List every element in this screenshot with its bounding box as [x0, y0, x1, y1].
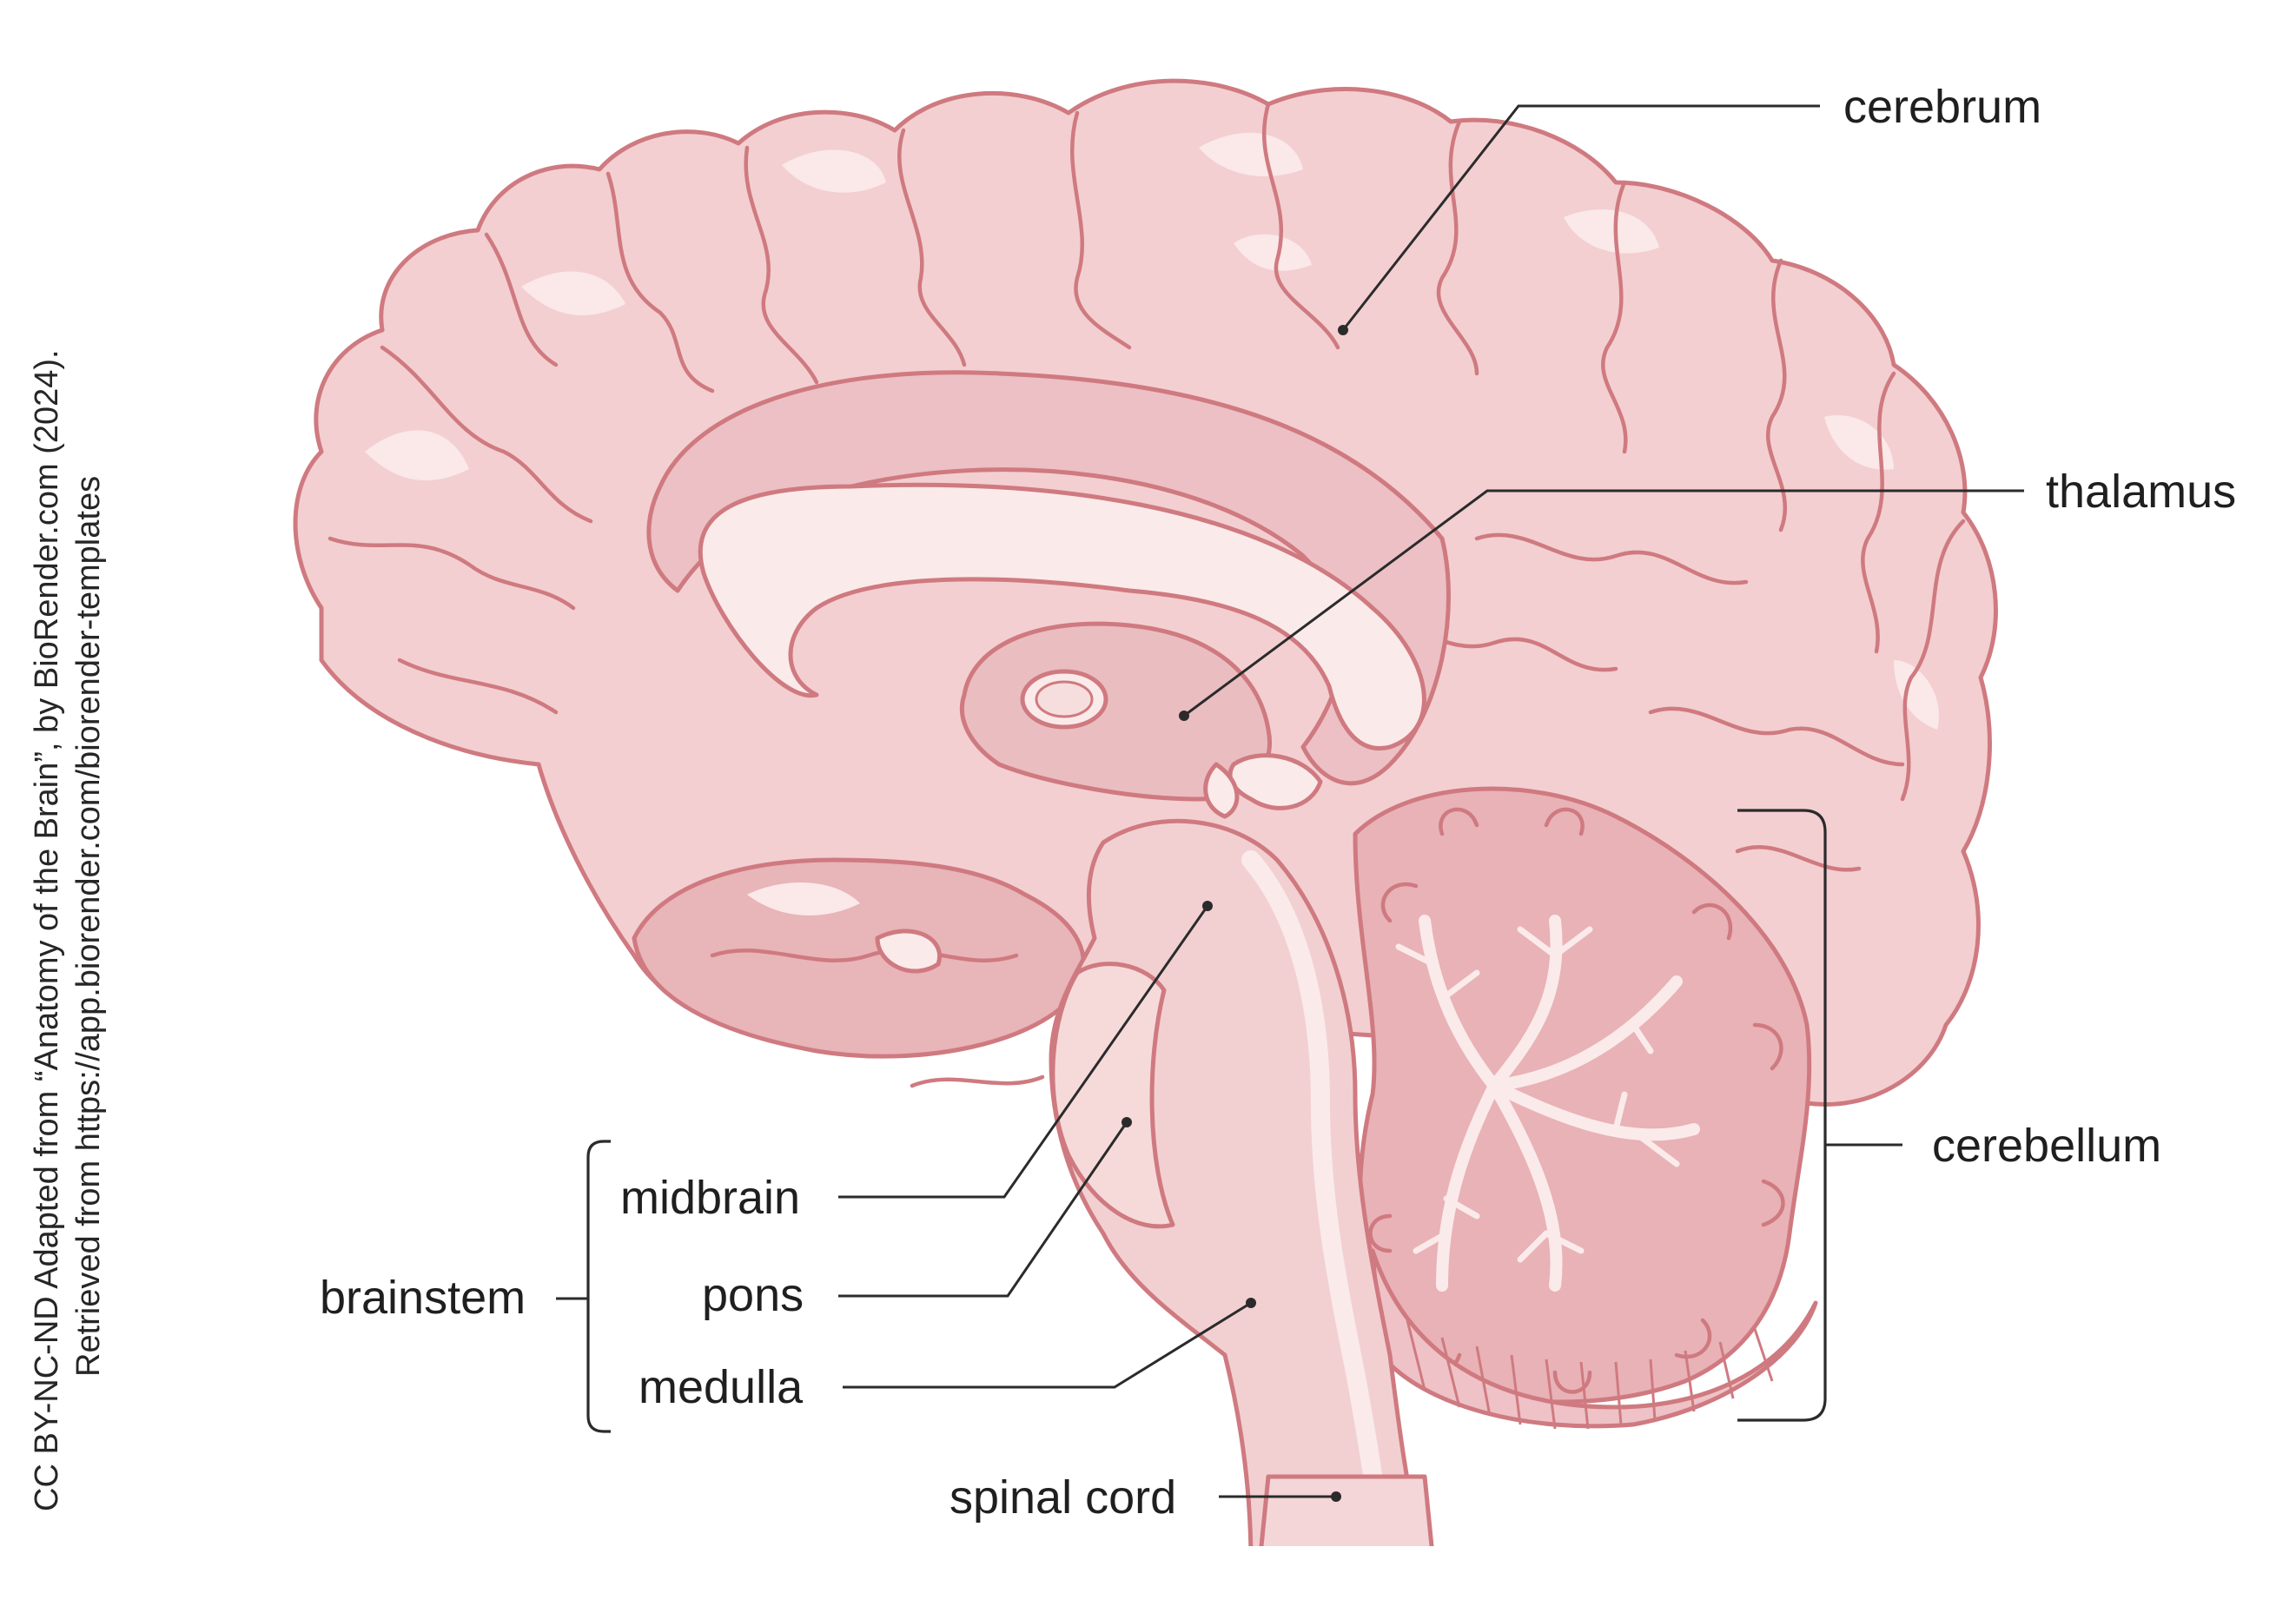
label-thalamus: thalamus	[2046, 466, 2236, 518]
spinal-cord-dot	[1331, 1491, 1341, 1502]
label-pons: pons	[702, 1269, 804, 1321]
arbor-vitae	[1419, 915, 1700, 1292]
cerebellum-bracket	[1737, 809, 1827, 1422]
label-medulla: medulla	[639, 1361, 804, 1413]
leader-lines	[556, 104, 2024, 1502]
label-brainstem: brainstem	[320, 1272, 526, 1324]
midbrain-leader	[838, 905, 1209, 1199]
labels: cerebrum thalamus cerebellum brainstem m…	[320, 81, 2236, 1524]
credit-block: CC BY-NC-ND Adapted from “Anatomy of the…	[29, 349, 107, 1511]
cerebrum-dot	[1338, 325, 1348, 335]
midbrain-dot	[1202, 901, 1213, 911]
thalamus-leader	[1183, 489, 2024, 717]
pons-dot	[1122, 1117, 1132, 1127]
corpus-callosum	[698, 482, 1426, 750]
pons-leader	[838, 1121, 1128, 1298]
brainstem-bracket	[586, 1140, 611, 1433]
brain-illustration	[293, 78, 1998, 1598]
label-cerebellum: cerebellum	[1932, 1120, 2161, 1172]
medulla-leader	[843, 1301, 1252, 1389]
pons-bulge	[1050, 962, 1175, 1229]
label-spinal-cord: spinal cord	[949, 1471, 1176, 1524]
label-midbrain: midbrain	[620, 1172, 800, 1224]
label-cerebrum: cerebrum	[1843, 81, 2041, 133]
thalamus-dot	[1179, 711, 1189, 721]
cerebrum-leader	[1341, 104, 1820, 331]
cerebellum-region	[1353, 786, 1812, 1405]
credit-line-1: CC BY-NC-ND Adapted from “Anatomy of the…	[29, 349, 65, 1511]
medulla-dot	[1246, 1298, 1256, 1308]
credit-line-2: Retrieved from https://app.biorender.com…	[70, 476, 107, 1377]
